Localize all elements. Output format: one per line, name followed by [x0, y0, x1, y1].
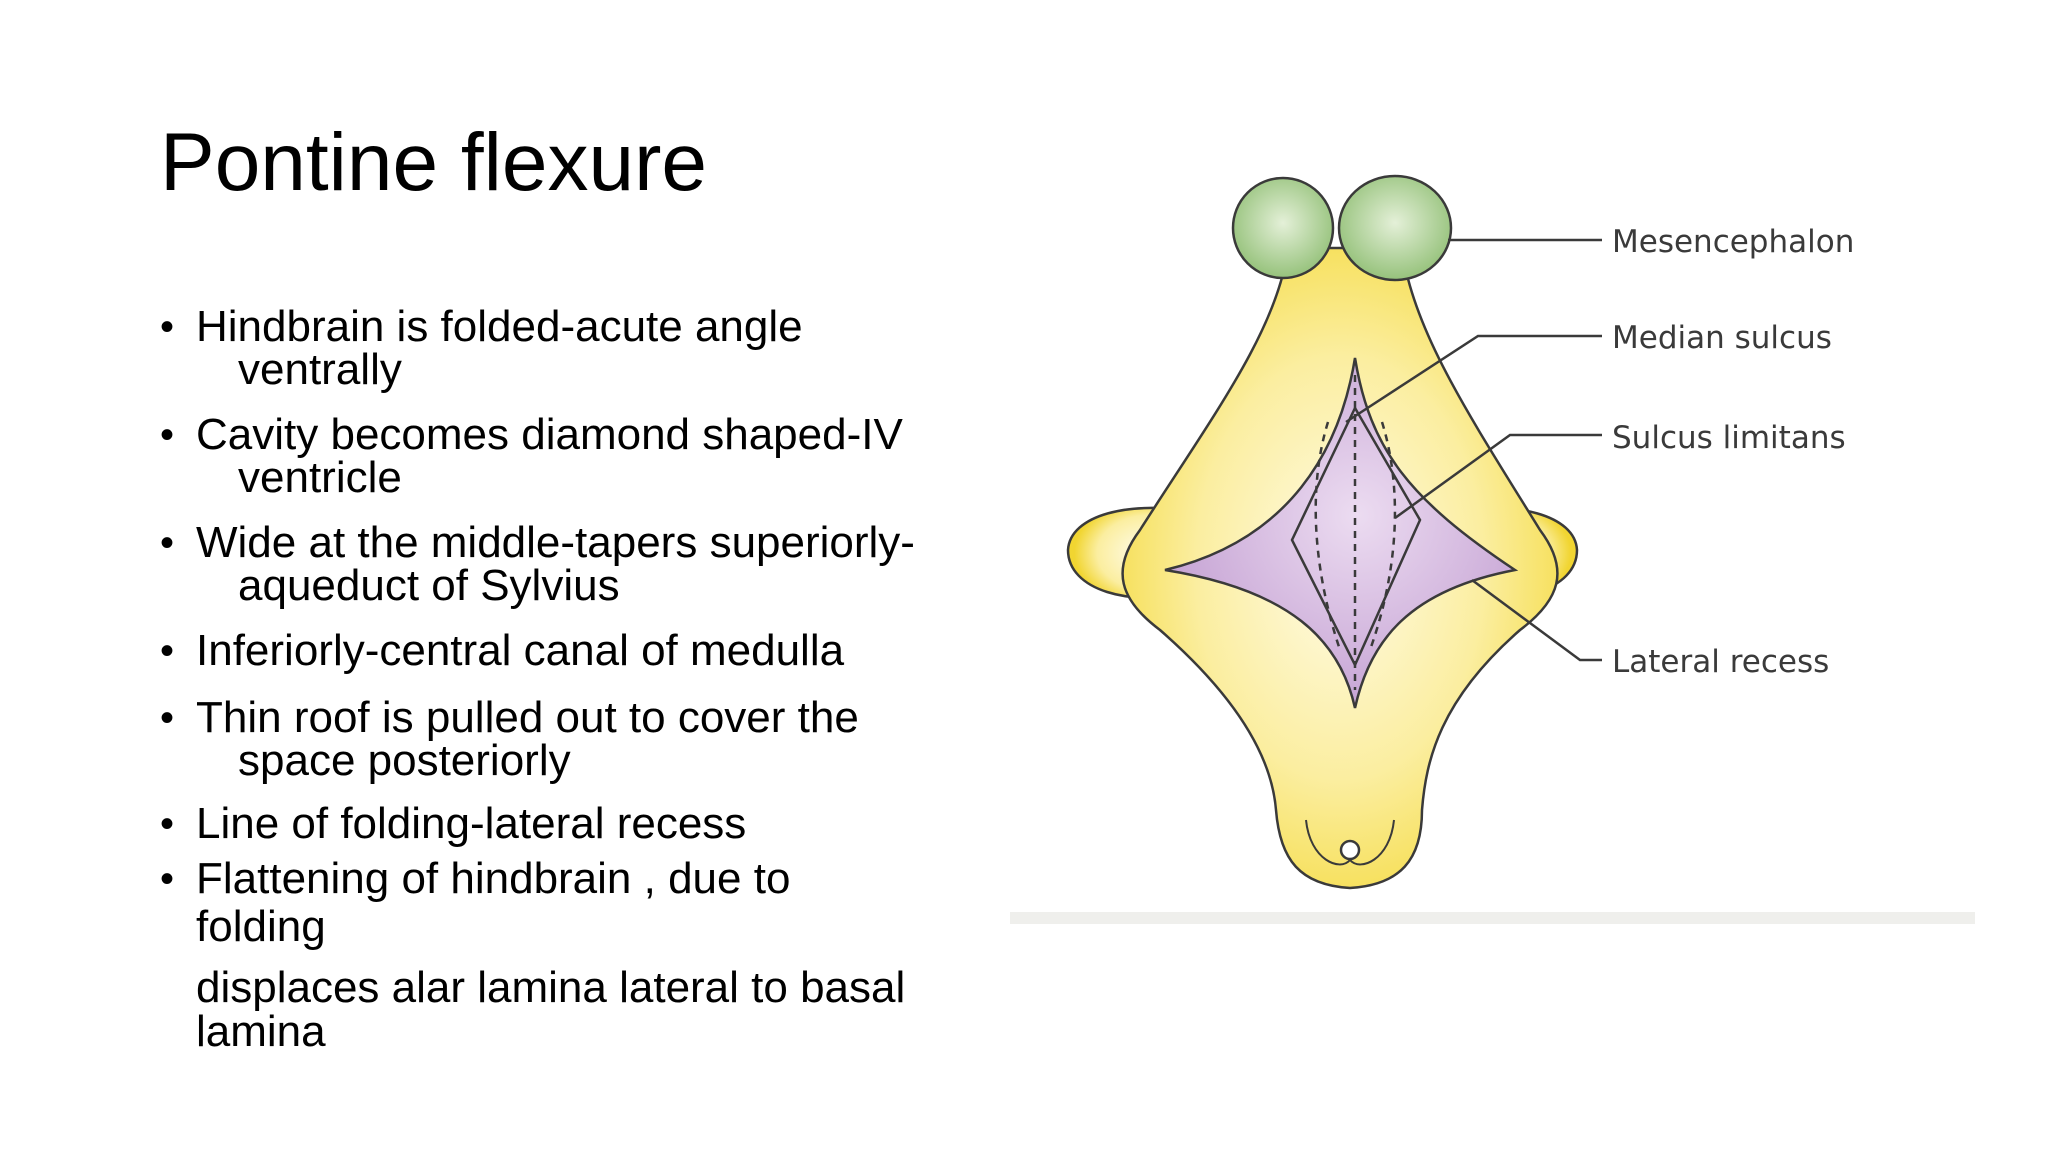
- label-sulcus-limitans: Sulcus limitans: [1612, 420, 1846, 456]
- bullet-line: Wide at the middle-tapers superiorly-: [196, 518, 915, 567]
- bullet-line: displaces alar lamina lateral to basal: [196, 963, 906, 1012]
- label-mesencephalon: Mesencephalon: [1612, 224, 1854, 260]
- label-lateral-recess: Lateral recess: [1612, 644, 1829, 680]
- label-median-sulcus: Median sulcus: [1612, 320, 1832, 356]
- bullet-line: Thin roof is pulled out to cover the: [196, 693, 859, 742]
- bullet-item: Thin roof is pulled out to cover the spa…: [160, 693, 1000, 785]
- slide-title: Pontine flexure: [160, 117, 708, 208]
- bullet-line: lamina: [196, 1007, 326, 1056]
- bullet-line: ventrally: [238, 345, 402, 394]
- bullet-line: Hindbrain is folded-acute angle: [196, 302, 803, 351]
- bullet-list: Hindbrain is folded-acute angle ventrall…: [160, 302, 1000, 1056]
- leader-lines: [1345, 238, 1602, 662]
- mesencephalon-lobes: [1231, 174, 1453, 282]
- continuation-text: displaces alar lamina lateral to basal l…: [160, 961, 1000, 1056]
- bullet-line: folding: [196, 902, 326, 951]
- bullet-line: Line of folding-lateral recess: [196, 799, 747, 848]
- bullet-line: ventricle: [238, 453, 402, 502]
- bullet-item: Line of folding-lateral recess: [160, 799, 1000, 848]
- bullet-line: Flattening of hindbrain , due to: [196, 854, 791, 903]
- bullet-item: Wide at the middle-tapers superiorly- aq…: [160, 518, 1000, 610]
- fourth-ventricle: [1164, 357, 1519, 709]
- figure-base-bar: [1010, 912, 1975, 924]
- bullet-item: Cavity becomes diamond shaped-IV ventric…: [160, 410, 1000, 502]
- hindbrain-diagram: Mesencephalon Median sulcus Sulcus limit…: [1010, 160, 1985, 930]
- bullet-line: Cavity becomes diamond shaped-IV: [196, 410, 903, 459]
- bullet-line: Inferiorly-central canal of medulla: [196, 626, 845, 675]
- bullet-line: space posteriorly: [238, 736, 571, 785]
- bullet-item: Inferiorly-central canal of medulla: [160, 626, 1000, 675]
- bullet-item: Hindbrain is folded-acute angle ventrall…: [160, 302, 1000, 394]
- bullet-item: Flattening of hindbrain , due to folding: [160, 857, 1000, 953]
- bullet-line: aqueduct of Sylvius: [238, 561, 620, 610]
